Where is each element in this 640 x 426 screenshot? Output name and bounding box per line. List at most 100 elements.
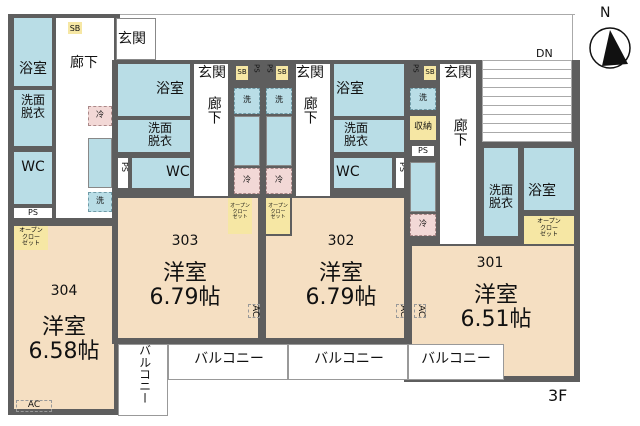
site-boundary xyxy=(115,14,575,15)
unit-302-hallway xyxy=(296,64,330,196)
unit-304-ac: AC xyxy=(16,400,52,412)
unit-301-washer-label: 洗 xyxy=(419,93,427,102)
unit-303-washer-label: 洗 xyxy=(243,95,251,104)
unit-303-ps-label: PS xyxy=(119,162,129,172)
unit-301-ps2-label: PS xyxy=(418,146,428,155)
unit-302-room-type: 洋室 xyxy=(318,261,363,286)
unit-301-number: 301 xyxy=(476,255,504,271)
floor-label: 3F xyxy=(548,386,568,405)
unit-303-closet-label: オープンクローゼット xyxy=(230,203,250,220)
unit-301-balcony xyxy=(408,344,504,380)
unit-301-room-type: 洋室 xyxy=(473,283,518,308)
unit-303-kitchen xyxy=(234,116,260,166)
unit-301-sb-label: SB xyxy=(425,68,435,76)
unit-301-ps-label: PS xyxy=(411,64,420,73)
unit-301-size: 6.51帖 xyxy=(460,307,532,332)
unit-302-balcony-label: バルコニー xyxy=(314,351,384,367)
unit-301-storage xyxy=(410,116,436,140)
unit-302-washroom-label: 洗面脱衣 xyxy=(344,121,369,148)
unit-301-bath-label: 浴室 xyxy=(528,183,556,199)
unit-304-entrance-label: 玄関 xyxy=(118,31,146,47)
compass-n-label: N xyxy=(600,5,611,21)
unit-302-bath xyxy=(334,64,406,116)
unit-301-fridge xyxy=(410,214,436,236)
unit-303-room-type: 洋室 xyxy=(162,261,207,286)
unit-304-washroom xyxy=(14,90,52,146)
unit-303-closet xyxy=(228,198,252,234)
unit-301-washroom-label: 洗面脱衣 xyxy=(488,183,513,210)
unit-304-closet-label: オープンクローゼット xyxy=(19,227,43,248)
compass-icon xyxy=(588,26,632,70)
unit-302-ps2-label: PS xyxy=(397,162,407,172)
unit-301-bath xyxy=(524,148,574,210)
unit-302-washer-label: 洗 xyxy=(275,95,283,104)
unit-303-ps xyxy=(118,158,128,188)
unit-303-hallway-label: 廊下 xyxy=(205,96,222,124)
stair-dn-label: DN xyxy=(536,47,553,60)
unit-304-ps-label: PS xyxy=(28,208,38,217)
unit-303-washroom xyxy=(118,120,190,152)
unit-304-bath xyxy=(14,18,52,86)
unit-301-entrance-label: 玄関 xyxy=(444,65,472,81)
unit-303-entrance-label: 玄関 xyxy=(198,65,226,81)
unit-304-fridge xyxy=(88,106,112,126)
unit-303-number: 303 xyxy=(171,233,199,249)
unit-303-sb xyxy=(236,66,248,80)
unit-302-ps2 xyxy=(396,158,406,188)
unit-301-closet xyxy=(524,216,574,244)
unit-304-number: 304 xyxy=(50,283,78,299)
unit-302-fridge xyxy=(266,168,292,194)
unit-304-room xyxy=(14,226,114,409)
unit-301-kitchen xyxy=(410,162,436,212)
unit-302-balcony xyxy=(288,344,408,380)
unit-302-ps-label: PS xyxy=(265,64,274,73)
unit-302-hallway-label: 廊下 xyxy=(301,96,318,124)
unit-302-kitchen xyxy=(266,116,292,166)
unit-302-room-upper xyxy=(292,198,406,238)
unit-302-washroom xyxy=(334,120,406,152)
unit-304-washer xyxy=(88,192,112,212)
stair xyxy=(482,60,572,142)
unit-304-ps xyxy=(14,208,52,218)
unit-304-sb-label: SB xyxy=(69,24,81,33)
unit-303-bath xyxy=(118,64,190,116)
unit-303-sb-label: SB xyxy=(237,68,247,76)
unit-301-washer xyxy=(410,88,436,110)
unit-303-wc-label: WC xyxy=(166,164,190,180)
unit-304-room-type: 洋室 xyxy=(41,315,86,340)
unit-304-wc-label: WC xyxy=(21,159,45,175)
unit-302-number: 302 xyxy=(327,233,355,249)
unit-301-hallway xyxy=(440,64,476,244)
unit-302-closet xyxy=(266,198,290,234)
unit-303-washer xyxy=(234,88,260,114)
unit-304-size: 6.58帖 xyxy=(28,339,100,364)
unit-303-ac: AC xyxy=(248,304,260,319)
unit-303-fridge xyxy=(234,168,260,194)
unit-304-fridge-label: 冷 xyxy=(96,110,104,119)
unit-302-size: 6.79帖 xyxy=(305,285,377,310)
unit-301-balcony-label: バルコニー xyxy=(421,351,491,367)
unit-303-fridge-label: 冷 xyxy=(243,175,251,184)
unit-304-balcony xyxy=(118,344,168,416)
unit-302-washer xyxy=(266,88,292,114)
unit-302-closet-label: オープンクローゼット xyxy=(268,203,288,220)
unit-303-washroom-label: 洗面脱衣 xyxy=(148,121,173,148)
unit-304-closet xyxy=(14,226,48,250)
unit-302-bath-label: 浴室 xyxy=(336,81,364,97)
unit-301-ps2 xyxy=(412,146,434,156)
unit-302-sb-label: SB xyxy=(277,68,287,76)
unit-303-balcony xyxy=(168,344,288,380)
unit-304-balcony-label: バルコニー xyxy=(137,344,152,404)
unit-304-bath-label: 浴室 xyxy=(19,61,47,77)
unit-301-storage-label: 収納 xyxy=(413,122,432,132)
unit-302-entrance-label: 玄関 xyxy=(296,65,324,81)
unit-304-wc xyxy=(14,152,52,204)
unit-302-sb xyxy=(276,66,288,80)
unit-304-hallway-label: 廊下 xyxy=(70,55,98,71)
unit-302-wc-label: WC xyxy=(336,164,360,180)
unit-303-ps2-label: PS xyxy=(252,64,261,73)
unit-301-sb xyxy=(424,66,436,80)
unit-302-wc xyxy=(334,158,392,188)
unit-304-washer-label: 洗 xyxy=(96,196,104,205)
unit-303-balcony-label: バルコニー xyxy=(194,351,264,367)
